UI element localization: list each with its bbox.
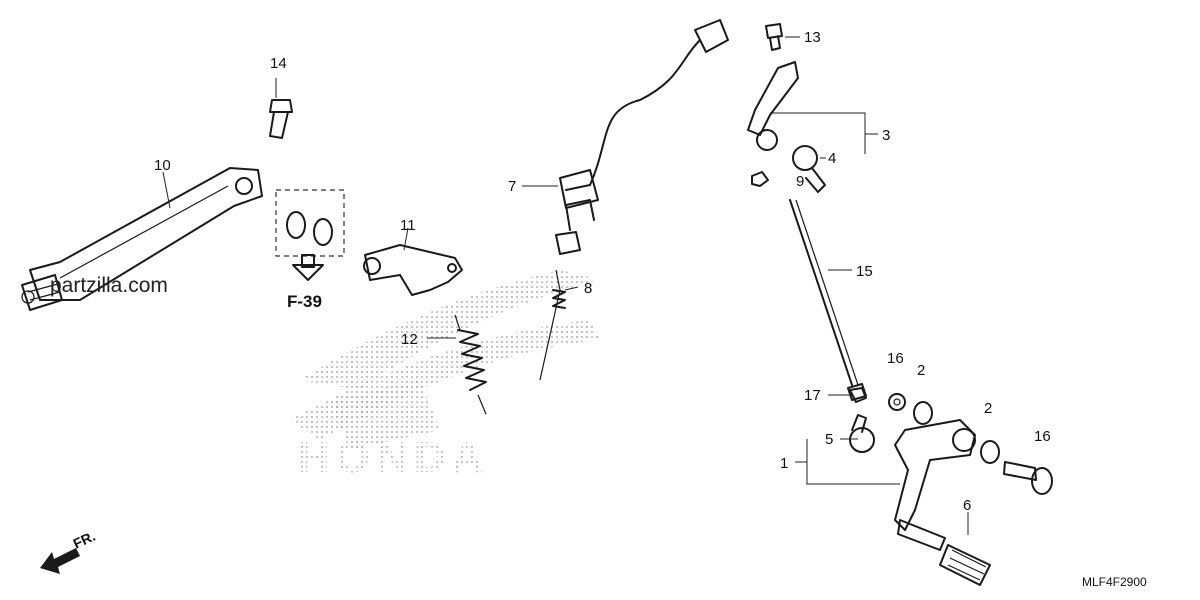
part-15-pivot-bolt — [1003, 461, 1053, 495]
part-10-shift-arm — [363, 244, 463, 296]
part-17-nut — [849, 387, 867, 403]
callout-6: 7 — [508, 178, 516, 195]
drawing-code: MLF4F2900 — [1082, 575, 1147, 589]
part-4-joint-lower — [849, 414, 875, 453]
callout-1: 1 — [780, 455, 788, 472]
callouts: 14 10 11 12 7 8 13 3 4 9 15 16 2 17 2 16… — [154, 29, 1051, 514]
callout-5: 6 — [963, 497, 971, 514]
part-2-ring-b — [980, 440, 1000, 464]
part-6-switch — [555, 19, 729, 255]
front-label: FR. — [71, 528, 98, 552]
reference-box-f39: F-39 — [275, 189, 345, 311]
callout-11: 12 — [401, 331, 418, 348]
front-direction-indicator: FR. — [40, 528, 98, 574]
background-logo: HONDA — [290, 270, 600, 482]
part-8-nut — [751, 171, 769, 187]
callout-4-upper: 4 — [828, 150, 836, 167]
part-14-rod — [789, 199, 867, 401]
callout-12: 13 — [804, 29, 821, 46]
part-7-spring-rod — [539, 269, 566, 381]
part-11-spring — [454, 314, 487, 415]
part-1-shift-lever — [894, 419, 976, 551]
part-13-bolt — [269, 99, 293, 139]
callout-14: 15 — [856, 263, 873, 280]
callout-3: 3 — [882, 127, 890, 144]
callout-9: 10 — [154, 157, 171, 174]
reference-f39-label: F-39 — [287, 292, 322, 311]
watermark-text: partzilla.com — [50, 274, 168, 297]
callout-16: 16 — [887, 350, 904, 367]
callout-7: 8 — [584, 280, 592, 297]
callout-10: 11 — [400, 217, 416, 234]
callout-17: 17 — [804, 387, 821, 404]
background-logo-text: HONDA — [298, 433, 489, 482]
part-16-washer — [888, 393, 906, 411]
part-2-ring-a — [913, 401, 933, 425]
part-12-bolt — [765, 23, 783, 51]
part-5-footpeg-rubber — [939, 544, 991, 586]
callout-13: 14 — [270, 55, 287, 72]
callout-2-b: 2 — [984, 400, 992, 417]
callout-2-a: 2 — [917, 362, 925, 379]
part-4-joint-upper — [792, 145, 826, 193]
callout-8: 9 — [796, 173, 804, 190]
front-arrow-icon — [40, 548, 80, 574]
part-9-pedal — [21, 167, 263, 311]
watermark: partzilla.com — [21, 274, 168, 304]
leader-lines — [162, 36, 969, 535]
callout-15: 16 — [1034, 428, 1051, 445]
callout-4-lower: 5 — [825, 431, 833, 448]
part-3-arm — [747, 61, 799, 151]
